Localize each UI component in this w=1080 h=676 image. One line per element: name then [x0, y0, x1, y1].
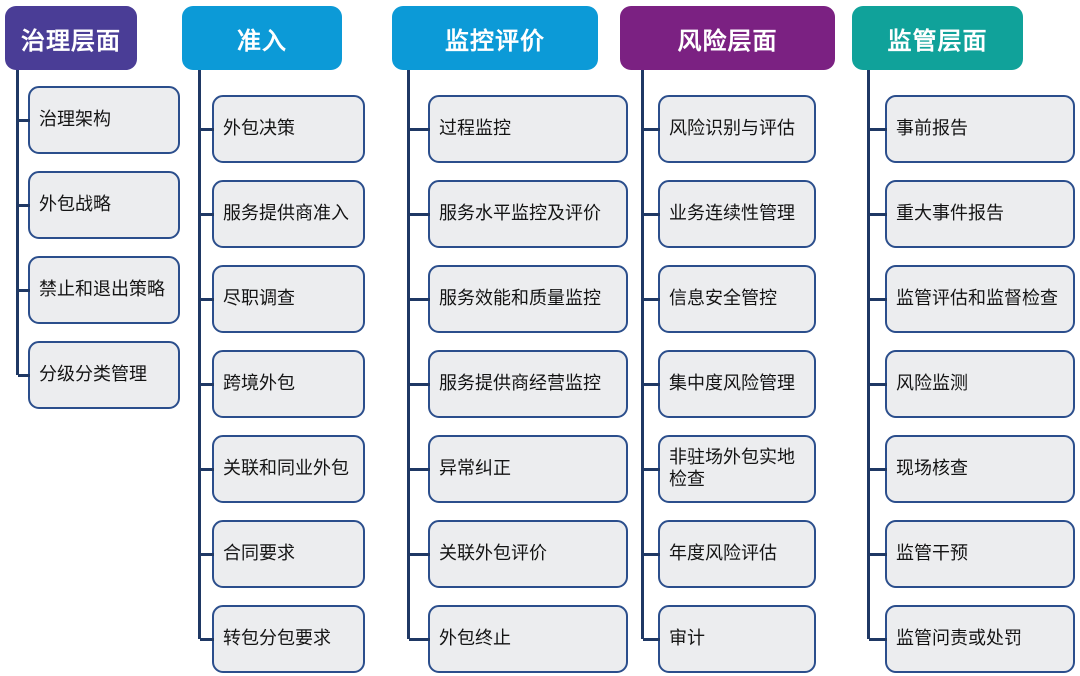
node-box: 业务连续性管理: [643, 180, 816, 248]
connector-line: [198, 70, 201, 639]
node-box: 监管评估和监督检查: [869, 265, 1075, 333]
column-header-risk: 风险层面: [620, 6, 835, 70]
node-box: 风险识别与评估: [643, 95, 816, 163]
node-box: 服务水平监控及评价: [409, 180, 628, 248]
column-items: 治理架构 外包战略 禁止和退出策略 分级分类管理: [18, 86, 180, 409]
column-header-governance: 治理层面: [5, 6, 137, 70]
node-box: 风险监测: [869, 350, 1075, 418]
node-box: 治理架构: [18, 86, 180, 154]
node-box: 非驻场外包实地检查: [643, 435, 816, 503]
column-regulatory: 监管层面 事前报告 重大事件报告 监管评估和监督检查 风险监测 现场核查 监管干…: [852, 6, 1075, 673]
node-box: 现场核查: [869, 435, 1075, 503]
column-header-admission: 准入: [182, 6, 342, 70]
node-box: 转包分包要求: [200, 605, 365, 673]
node-box: 信息安全管控: [643, 265, 816, 333]
connector-line: [16, 70, 19, 375]
node-box: 外包终止: [409, 605, 628, 673]
node-box: 审计: [643, 605, 816, 673]
column-items: 风险识别与评估 业务连续性管理 信息安全管控 集中度风险管理 非驻场外包实地检查…: [643, 95, 816, 673]
column-admission: 准入 外包决策 服务提供商准入 尽职调查 跨境外包 关联和同业外包 合同要求 转…: [182, 6, 365, 673]
column-items: 事前报告 重大事件报告 监管评估和监督检查 风险监测 现场核查 监管干预 监管问…: [869, 95, 1075, 673]
node-box: 监管问责或处罚: [869, 605, 1075, 673]
connector-line: [867, 70, 870, 639]
column-items: 过程监控 服务水平监控及评价 服务效能和质量监控 服务提供商经营监控 异常纠正 …: [409, 95, 628, 673]
node-box: 关联外包评价: [409, 520, 628, 588]
node-box: 服务效能和质量监控: [409, 265, 628, 333]
column-items: 外包决策 服务提供商准入 尽职调查 跨境外包 关联和同业外包 合同要求 转包分包…: [200, 95, 365, 673]
node-box: 服务提供商经营监控: [409, 350, 628, 418]
node-box: 跨境外包: [200, 350, 365, 418]
node-box: 分级分类管理: [18, 341, 180, 409]
node-box: 合同要求: [200, 520, 365, 588]
node-box: 服务提供商准入: [200, 180, 365, 248]
node-box: 尽职调查: [200, 265, 365, 333]
node-box: 异常纠正: [409, 435, 628, 503]
node-box: 关联和同业外包: [200, 435, 365, 503]
node-box: 过程监控: [409, 95, 628, 163]
node-box: 年度风险评估: [643, 520, 816, 588]
column-monitoring: 监控评价 过程监控 服务水平监控及评价 服务效能和质量监控 服务提供商经营监控 …: [392, 6, 628, 673]
node-box: 集中度风险管理: [643, 350, 816, 418]
node-box: 事前报告: [869, 95, 1075, 163]
node-box: 监管干预: [869, 520, 1075, 588]
node-box: 外包决策: [200, 95, 365, 163]
connector-line: [641, 70, 644, 639]
column-header-regulatory: 监管层面: [852, 6, 1023, 70]
column-governance: 治理层面 治理架构 外包战略 禁止和退出策略 分级分类管理: [5, 6, 180, 409]
column-risk: 风险层面 风险识别与评估 业务连续性管理 信息安全管控 集中度风险管理 非驻场外…: [620, 6, 835, 673]
node-box: 外包战略: [18, 171, 180, 239]
column-header-monitoring: 监控评价: [392, 6, 598, 70]
node-box: 禁止和退出策略: [18, 256, 180, 324]
node-box: 重大事件报告: [869, 180, 1075, 248]
connector-line: [407, 70, 410, 639]
